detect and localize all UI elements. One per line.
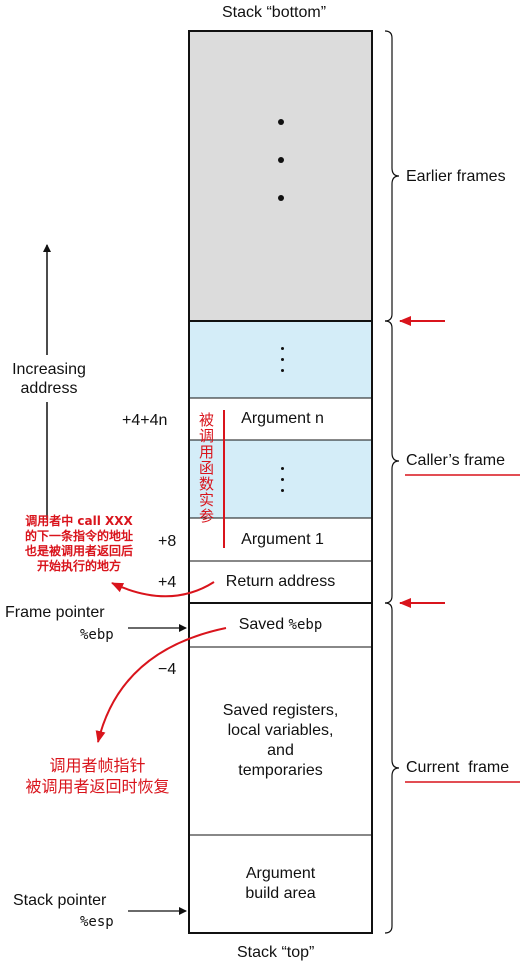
- stack-top-label: Stack “top”: [237, 944, 315, 961]
- earlier-frames-ellipsis: [189, 80, 372, 240]
- saved-ebp-label: Saved %ebp: [239, 615, 323, 635]
- saved-registers-cell: Saved registers, local variables, and te…: [189, 647, 372, 835]
- ellipsis-dot: [280, 347, 284, 350]
- argument-build-line: Argument: [245, 865, 316, 882]
- current-frame-brace: [384, 602, 400, 934]
- stack-bottom-label: Stack “bottom”: [222, 4, 327, 21]
- saved-registers-line: Saved registers,: [222, 702, 339, 719]
- saved-registers-line: temporaries: [238, 762, 323, 779]
- return-note-arrow: [111, 581, 215, 598]
- ellipsis-dot: [280, 488, 284, 492]
- frame-pointer-label: Frame pointer: [5, 604, 105, 621]
- stack-pointer-label: Stack pointer: [13, 892, 107, 909]
- argument-n-label: Argument n: [241, 410, 324, 427]
- return-note-annotation: 调用者中 call XXX 的下一条指令的地址 也是被调用者返回后 开始执行的地…: [4, 514, 154, 574]
- stack-pointer-register: %esp: [80, 914, 114, 930]
- offset-minus-4: −4: [158, 661, 177, 678]
- frame-pointer-register: %ebp: [80, 627, 114, 643]
- stack-outline: [188, 30, 373, 934]
- ellipsis-dot: [277, 157, 284, 163]
- offset-plus-4-4n: +4+4n: [122, 412, 168, 429]
- caller-frame-brace: [384, 320, 400, 604]
- saved-registers-line: and: [267, 742, 294, 759]
- argument-1-cell: Argument 1: [189, 518, 372, 561]
- return-address-label: Return address: [225, 573, 336, 590]
- caller-frame-label: Caller’s frame: [406, 452, 505, 469]
- return-note-line: 调用者中 call XXX: [25, 514, 133, 528]
- ellipsis-dot: [280, 369, 284, 372]
- ellipsis-dot: [277, 119, 284, 125]
- current-frame-label: Current frame: [406, 759, 510, 776]
- return-address-cell: Return address: [189, 561, 372, 603]
- return-note-line: 开始执行的地方: [36, 559, 121, 573]
- ellipsis-dot: [280, 477, 284, 481]
- saved-ebp-cell: Saved %ebp: [189, 603, 372, 647]
- argument-1-label: Argument 1: [241, 530, 324, 548]
- ellipsis-dot: [277, 195, 284, 201]
- ebp-note-annotation: 调用者帧指针 被调用者返回时恢复: [5, 755, 190, 797]
- ebp-note-arrow: [95, 627, 227, 743]
- argument-build-line: build area: [245, 885, 316, 902]
- earlier-frames-brace: [384, 30, 400, 322]
- ebp-note-line: 被调用者返回时恢复: [25, 777, 170, 796]
- offset-plus-8: +8: [158, 533, 177, 550]
- args-ellipsis: [189, 440, 372, 518]
- increasing-address-line: Increasing: [12, 361, 86, 378]
- saved-ebp-register: %ebp: [288, 617, 323, 633]
- earlier-frames-region: [189, 31, 372, 321]
- offset-plus-4: +4: [158, 574, 177, 591]
- return-note-line: 也是被调用者返回后: [24, 544, 133, 558]
- return-note-line: 的下一条指令的地址: [24, 529, 133, 543]
- argument-n-cell: Argument n: [189, 398, 372, 440]
- increasing-address-label: Increasing address: [4, 360, 94, 398]
- callee-args-annotation: 被调用函数实参: [197, 412, 215, 524]
- caller-frame-ellipsis: [189, 321, 372, 398]
- saved-registers-line: local variables,: [227, 722, 334, 739]
- saved-ebp-text: Saved: [238, 616, 289, 633]
- increasing-address-line: address: [20, 380, 78, 397]
- argument-build-cell: Argument build area: [189, 835, 372, 933]
- ellipsis-dot: [280, 358, 284, 361]
- ebp-note-line: 调用者帧指针: [49, 756, 146, 775]
- ellipsis-dot: [280, 466, 284, 470]
- earlier-frames-label: Earlier frames: [406, 168, 506, 185]
